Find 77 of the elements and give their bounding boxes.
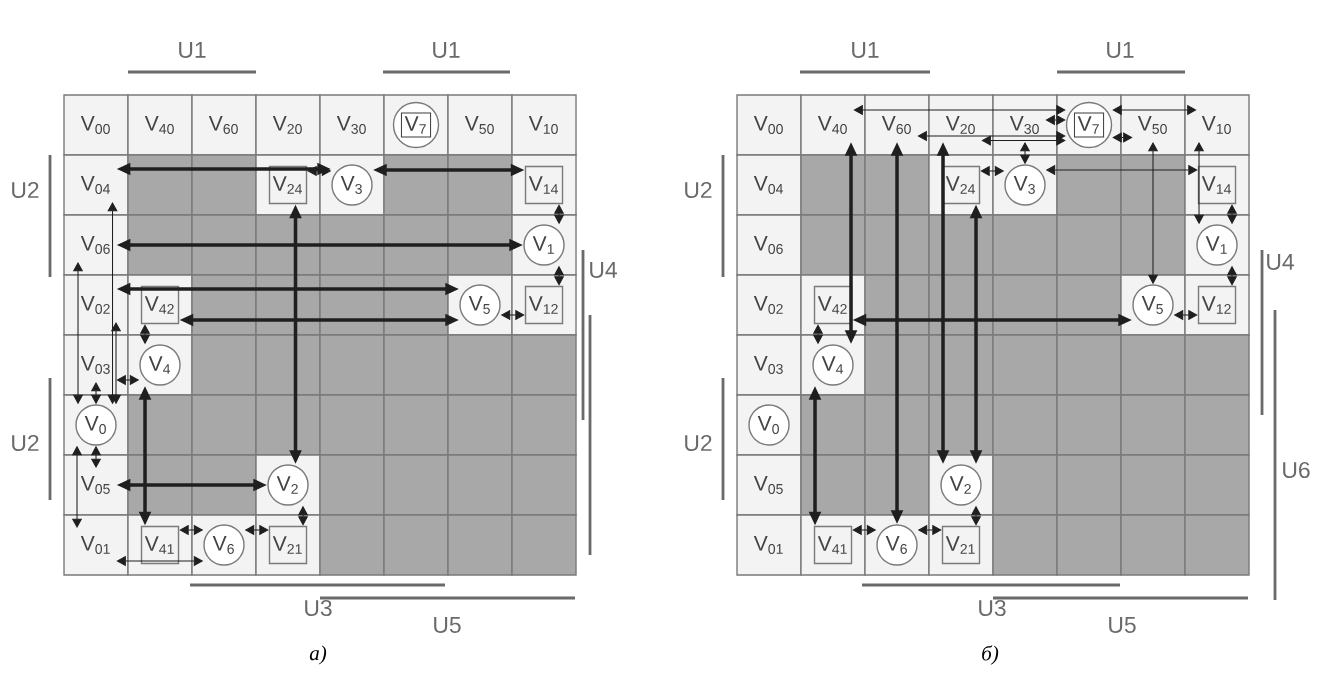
cell-label: V$_{05}$ (80, 476, 110, 494)
circled-label: V$_{1}$ (1196, 224, 1238, 266)
cell-label: V$_{04}$ (753, 176, 783, 194)
cell-label: V$_{05}$ (753, 476, 783, 494)
arrow (917, 130, 1066, 142)
circled-label: V$_{4}$ (812, 344, 854, 386)
cell-label: V$_{10}$ (1201, 116, 1231, 134)
boxed-label: V$_{12}$ (524, 285, 564, 325)
arrow (1112, 132, 1133, 143)
circled-label: V$_{2}$ (940, 464, 982, 506)
cell-label: V$_{60}$ (208, 116, 238, 134)
boxed-label: V$_{14}$ (1197, 165, 1237, 205)
cell-label: V$_{00}$ (80, 116, 110, 134)
cell-label: V$_{20}$ (272, 116, 302, 134)
group-label: U3 (979, 599, 1006, 617)
circled-label: V$_{0}$ (75, 404, 117, 446)
cell-label: V$_{30}$ (1009, 116, 1039, 134)
group-label: U4 (590, 262, 617, 278)
boxed-label: V$_{21}$ (941, 525, 981, 565)
panel-caption: а) (309, 645, 327, 665)
group-label: U2 (12, 181, 39, 199)
cell-label: V$_{30}$ (336, 116, 366, 134)
group-label: U3 (305, 599, 332, 617)
circled-label: V$_{7}$ (1065, 101, 1113, 149)
group-label: U2 (685, 181, 712, 199)
circled-label: V$_{6}$ (203, 524, 245, 566)
circled-label: V$_{5}$ (1132, 284, 1174, 326)
cell-label: V$_{50}$ (464, 116, 494, 134)
cell-label: V$_{40}$ (817, 116, 847, 134)
cell-label: V$_{02}$ (753, 296, 783, 314)
boxed-label: V$_{21}$ (268, 525, 308, 565)
cell-label: V$_{04}$ (80, 176, 110, 194)
cell-label: V$_{00}$ (753, 116, 783, 134)
cell-label: V$_{03}$ (753, 356, 783, 374)
group-label: U1 (433, 42, 460, 58)
cell-label: V$_{02}$ (80, 296, 110, 314)
circled-label: V$_{0}$ (748, 404, 790, 446)
cell-label: V$_{40}$ (144, 116, 174, 134)
circled-label: V$_{4}$ (139, 344, 181, 386)
circled-label: V$_{5}$ (459, 284, 501, 326)
arrow (981, 135, 1066, 146)
circled-label: V$_{1}$ (523, 224, 565, 266)
circled-label: V$_{2}$ (267, 464, 309, 506)
group-label: U1 (852, 42, 879, 58)
boxed-label: V$_{24}$ (941, 165, 981, 205)
group-label: U5 (434, 617, 461, 633)
boxed-label: V$_{14}$ (524, 165, 564, 205)
cell-label: V$_{10}$ (528, 116, 558, 134)
group-label: U1 (1107, 42, 1134, 58)
cell-label: V$_{60}$ (881, 116, 911, 134)
boxed-label: V$_{41}$ (140, 525, 180, 565)
circled-label: V$_{6}$ (876, 524, 918, 566)
arrow (1045, 114, 1066, 126)
group-label: U2 (12, 434, 39, 452)
boxed-label: V$_{24}$ (268, 165, 308, 205)
cell-label: V$_{50}$ (1137, 116, 1167, 134)
group-label: U5 (1109, 617, 1136, 633)
group-label: U1 (179, 42, 206, 58)
arrow (1112, 104, 1197, 116)
group-label: U4 (1267, 254, 1294, 270)
cell-label: V$_{06}$ (753, 236, 783, 254)
cell-label: V$_{20}$ (945, 116, 975, 134)
boxed-label: V$_{42}$ (813, 285, 853, 325)
cell-label: V$_{01}$ (80, 536, 110, 554)
circled-label: V$_{3}$ (331, 164, 373, 206)
group-label: U2 (685, 434, 712, 452)
cell-label: V$_{03}$ (80, 356, 110, 374)
cell-label: V$_{01}$ (753, 536, 783, 554)
arrow (853, 104, 1066, 116)
cell-label: V$_{06}$ (80, 236, 110, 254)
circled-label: V$_{7}$ (392, 101, 440, 149)
circled-label: V$_{3}$ (1004, 164, 1046, 206)
panel-caption: б) (982, 645, 999, 665)
group-label: U6 (1283, 461, 1310, 479)
boxed-label: V$_{12}$ (1197, 285, 1237, 325)
boxed-label: V$_{41}$ (813, 525, 853, 565)
boxed-label: V$_{42}$ (140, 285, 180, 325)
